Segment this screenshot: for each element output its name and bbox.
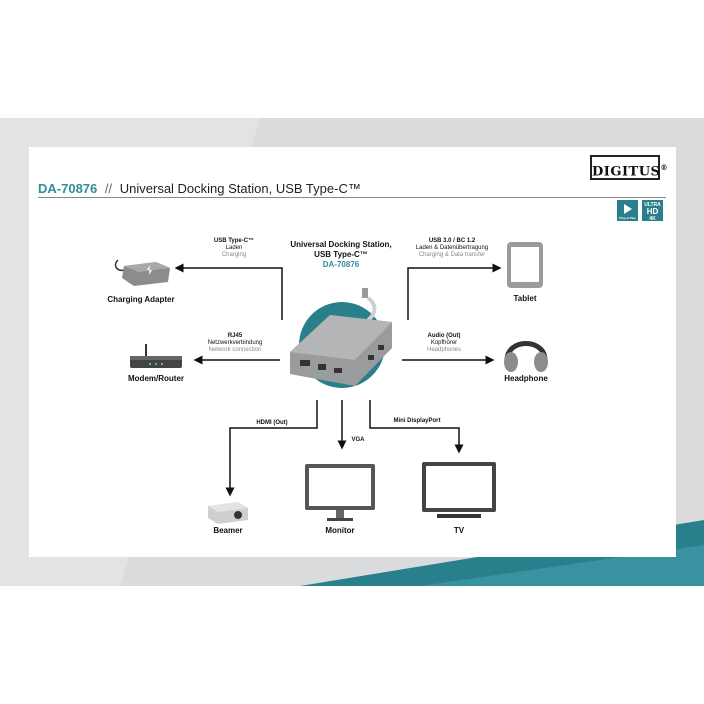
line-beamer xyxy=(225,400,318,497)
device-label-headphone: Headphone xyxy=(504,374,548,383)
label-usb3: USB 3.0 / BC 1.2 Laden & Datenübertragun… xyxy=(415,238,489,258)
device-label-modem-router: Modem/Router xyxy=(128,374,184,383)
label-rj45: RJ45 Netzwerkverbindung Network connecti… xyxy=(207,333,263,353)
product-name: Universal Docking Station, USB Type-C™ xyxy=(119,181,361,196)
dock-port-usb2 xyxy=(378,345,384,350)
label-vga: VGA xyxy=(351,437,365,443)
tv-icon xyxy=(422,462,496,518)
device-label-beamer: Beamer xyxy=(213,526,243,535)
plug-and-play-badge: Plug & Play xyxy=(617,200,638,221)
line-tablet xyxy=(407,263,502,320)
ultra-hd-badge: ULTRA HD 4K xyxy=(642,200,663,222)
router-icon xyxy=(130,344,182,368)
label-audio: Audio (Out) Kopfhörer Headphones xyxy=(426,333,462,353)
label-usbc: USB Type-C™ Laden Charging xyxy=(213,238,255,258)
charging-adapter-icon xyxy=(114,259,170,286)
title-separator: // xyxy=(104,181,113,196)
line-tv xyxy=(369,400,464,454)
headphone-icon xyxy=(504,341,548,372)
dock-port-usb xyxy=(368,355,374,360)
play-icon xyxy=(624,204,632,214)
device-label-tv: TV xyxy=(453,526,465,535)
device-label-monitor: Monitor xyxy=(325,526,355,535)
beamer-icon xyxy=(208,502,248,524)
label-minidp: Mini DisplayPort xyxy=(393,418,441,424)
usb-c-plug xyxy=(362,288,368,298)
product-code: DA-70876 xyxy=(38,181,98,196)
product-title: DA-70876 // Universal Docking Station, U… xyxy=(38,181,361,196)
monitor-icon xyxy=(305,464,375,521)
digitus-logo: DIGITUS® xyxy=(590,155,667,180)
dock-port-vga xyxy=(334,368,342,373)
title-rule xyxy=(38,197,666,198)
dock-port-hdmi xyxy=(300,360,310,366)
line-charging xyxy=(174,263,283,320)
tablet-icon xyxy=(507,242,543,288)
device-label-tablet: Tablet xyxy=(513,294,537,303)
dock-port-rj45 xyxy=(318,364,326,370)
docking-station xyxy=(290,288,392,388)
label-hdmi: HDMI (Out) xyxy=(256,420,288,426)
device-label-charging-adapter: Charging Adapter xyxy=(107,295,175,304)
usb-c-cable xyxy=(366,296,377,322)
center-title: Universal Docking Station, USB Type-C™ D… xyxy=(290,240,392,269)
dock-top xyxy=(290,315,392,360)
